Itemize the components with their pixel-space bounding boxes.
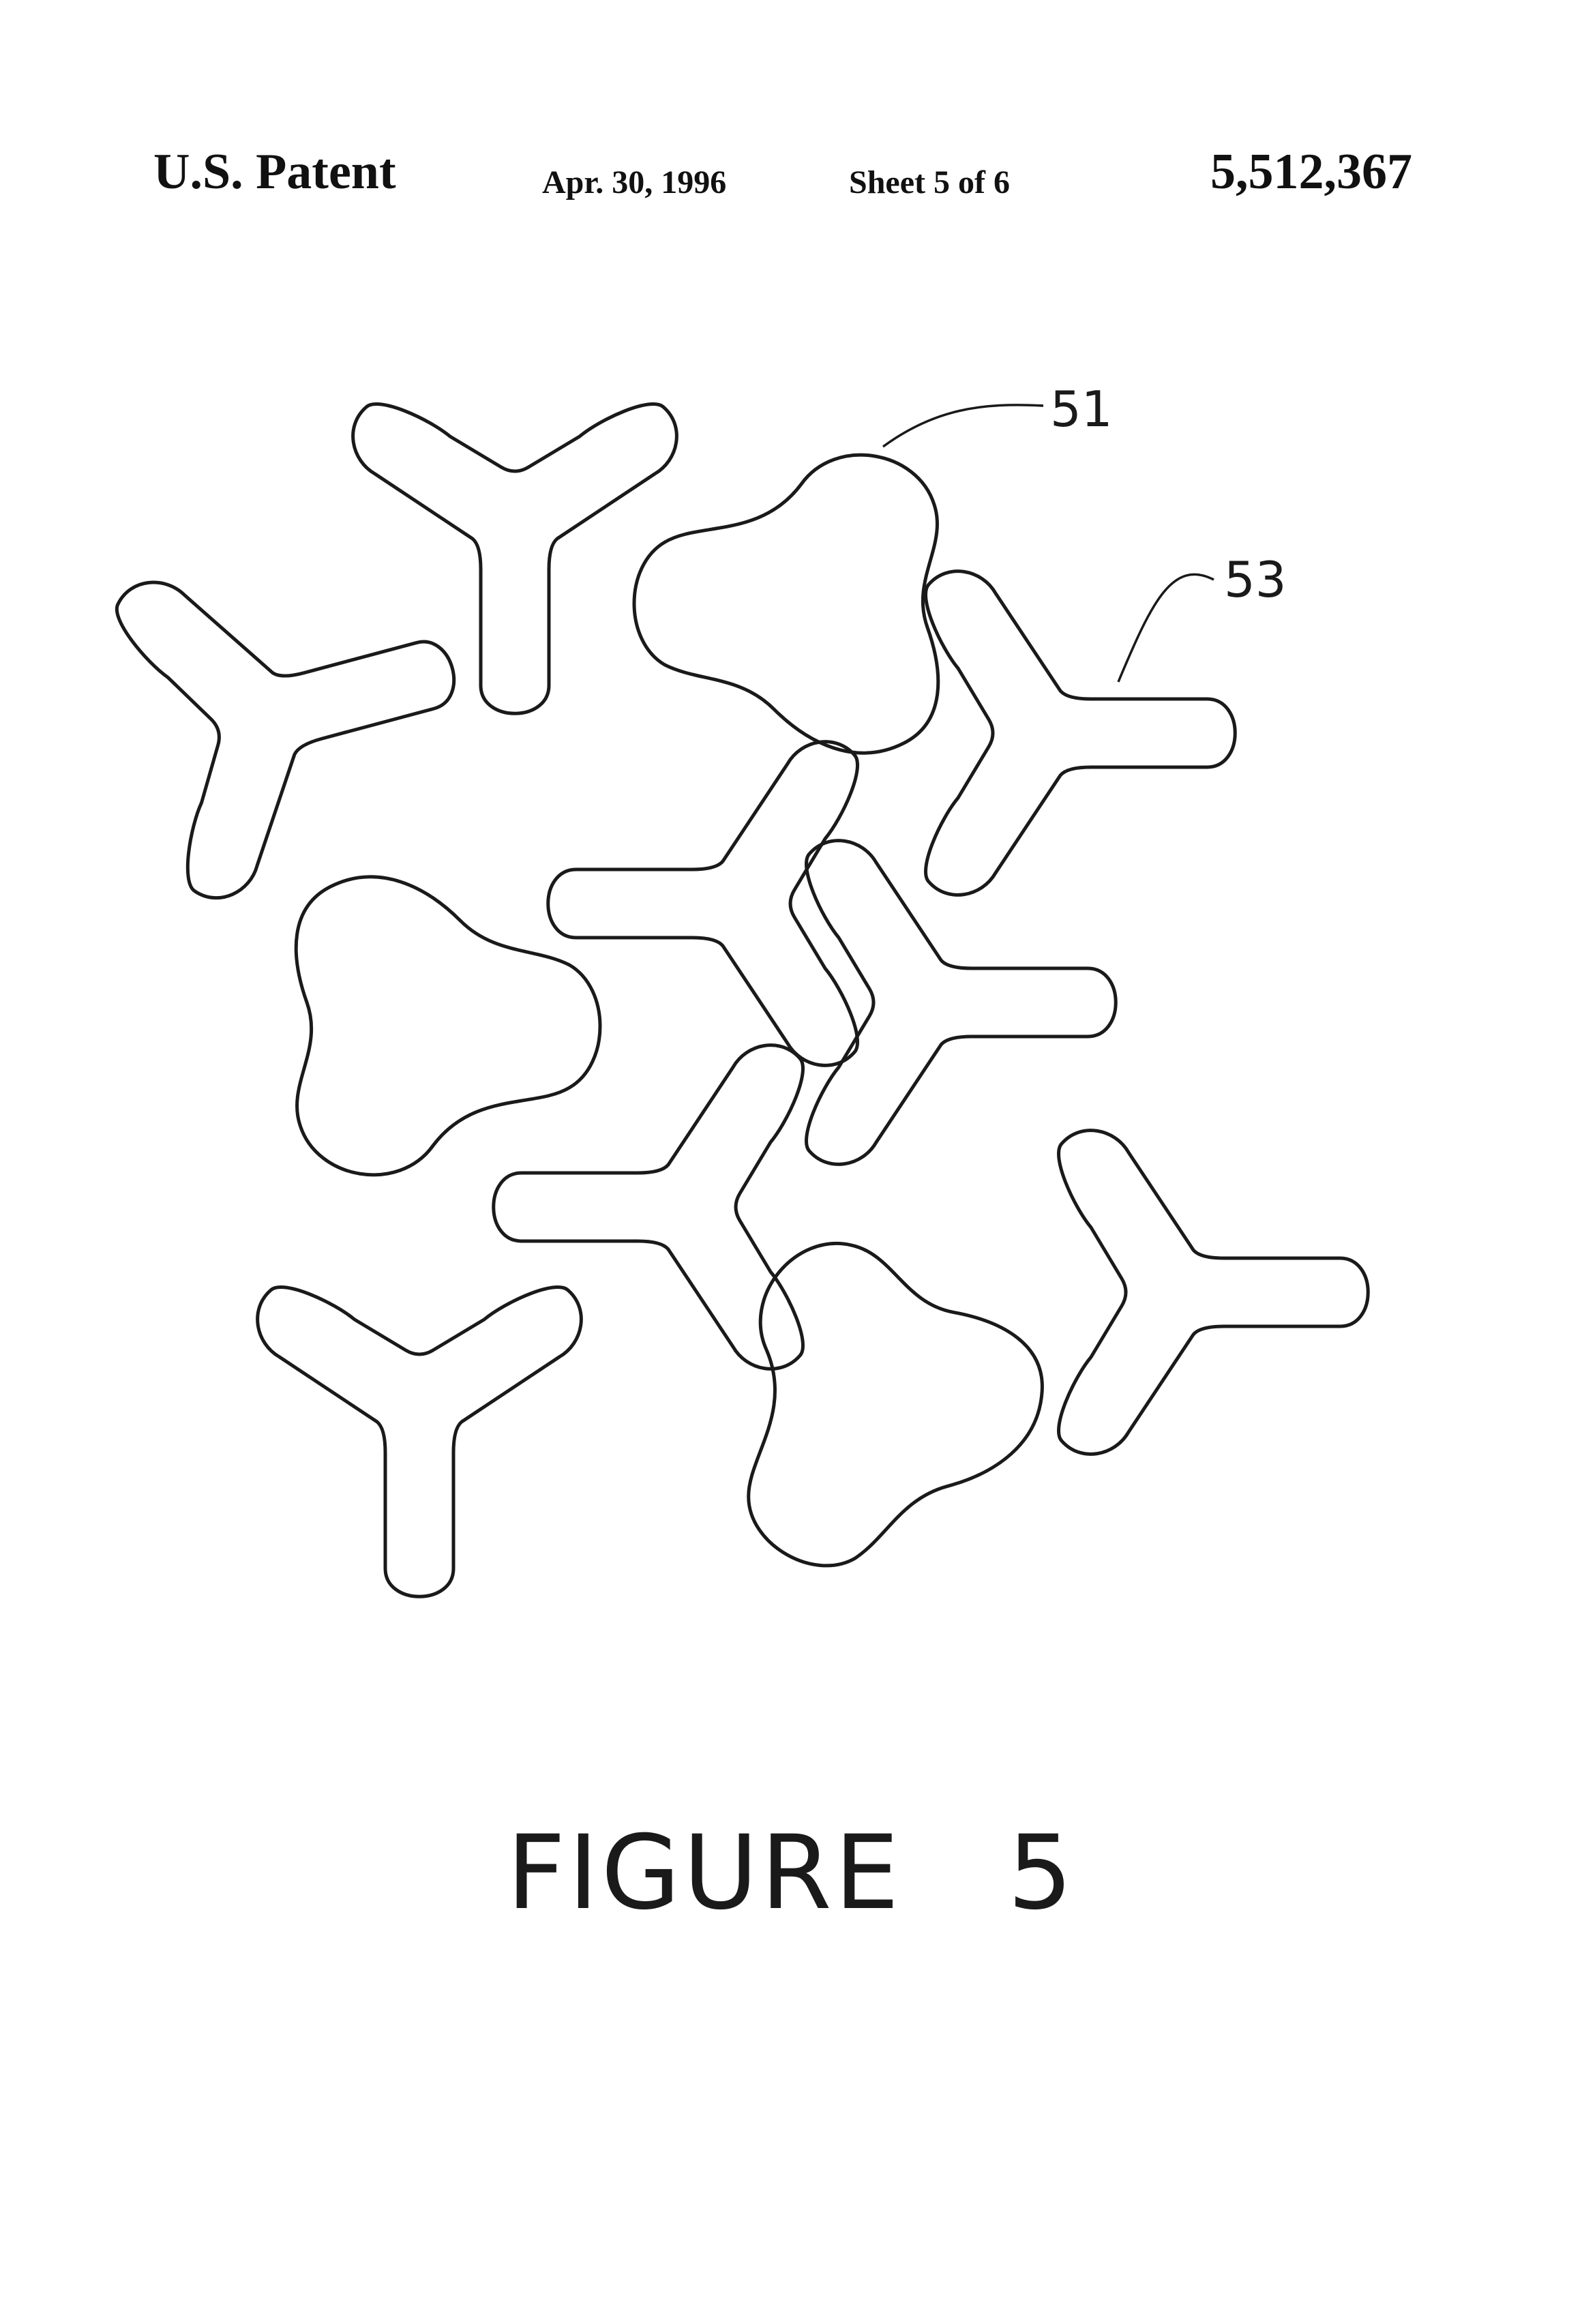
y-aperture-1	[353, 404, 677, 714]
y-aperture-5	[807, 841, 1116, 1165]
ref-label-51: 51	[1050, 381, 1113, 438]
y-aperture-8	[258, 1287, 582, 1597]
leader-line-53	[1117, 573, 1214, 683]
ref-label-53: 53	[1224, 551, 1287, 608]
sheet-label: Sheet 5 of 6	[849, 164, 1010, 200]
lobed-aperture-2	[296, 877, 600, 1175]
lobed-aperture-1	[634, 455, 938, 753]
y-aperture-7	[1059, 1131, 1369, 1455]
figure-caption: FIGURE 5	[506, 1814, 1076, 1933]
y-aperture-3	[926, 571, 1236, 895]
y-aperture-2	[112, 512, 494, 905]
y-aperture-6	[494, 1045, 803, 1369]
patent-number: 5,512,367	[1210, 144, 1412, 200]
patent-date: Apr. 30, 1996	[542, 164, 727, 200]
leader-line-51	[882, 404, 1044, 448]
patent-label: U.S. Patent	[153, 144, 396, 200]
y-aperture-4	[548, 742, 858, 1066]
lobed-aperture-3	[658, 1217, 1068, 1629]
